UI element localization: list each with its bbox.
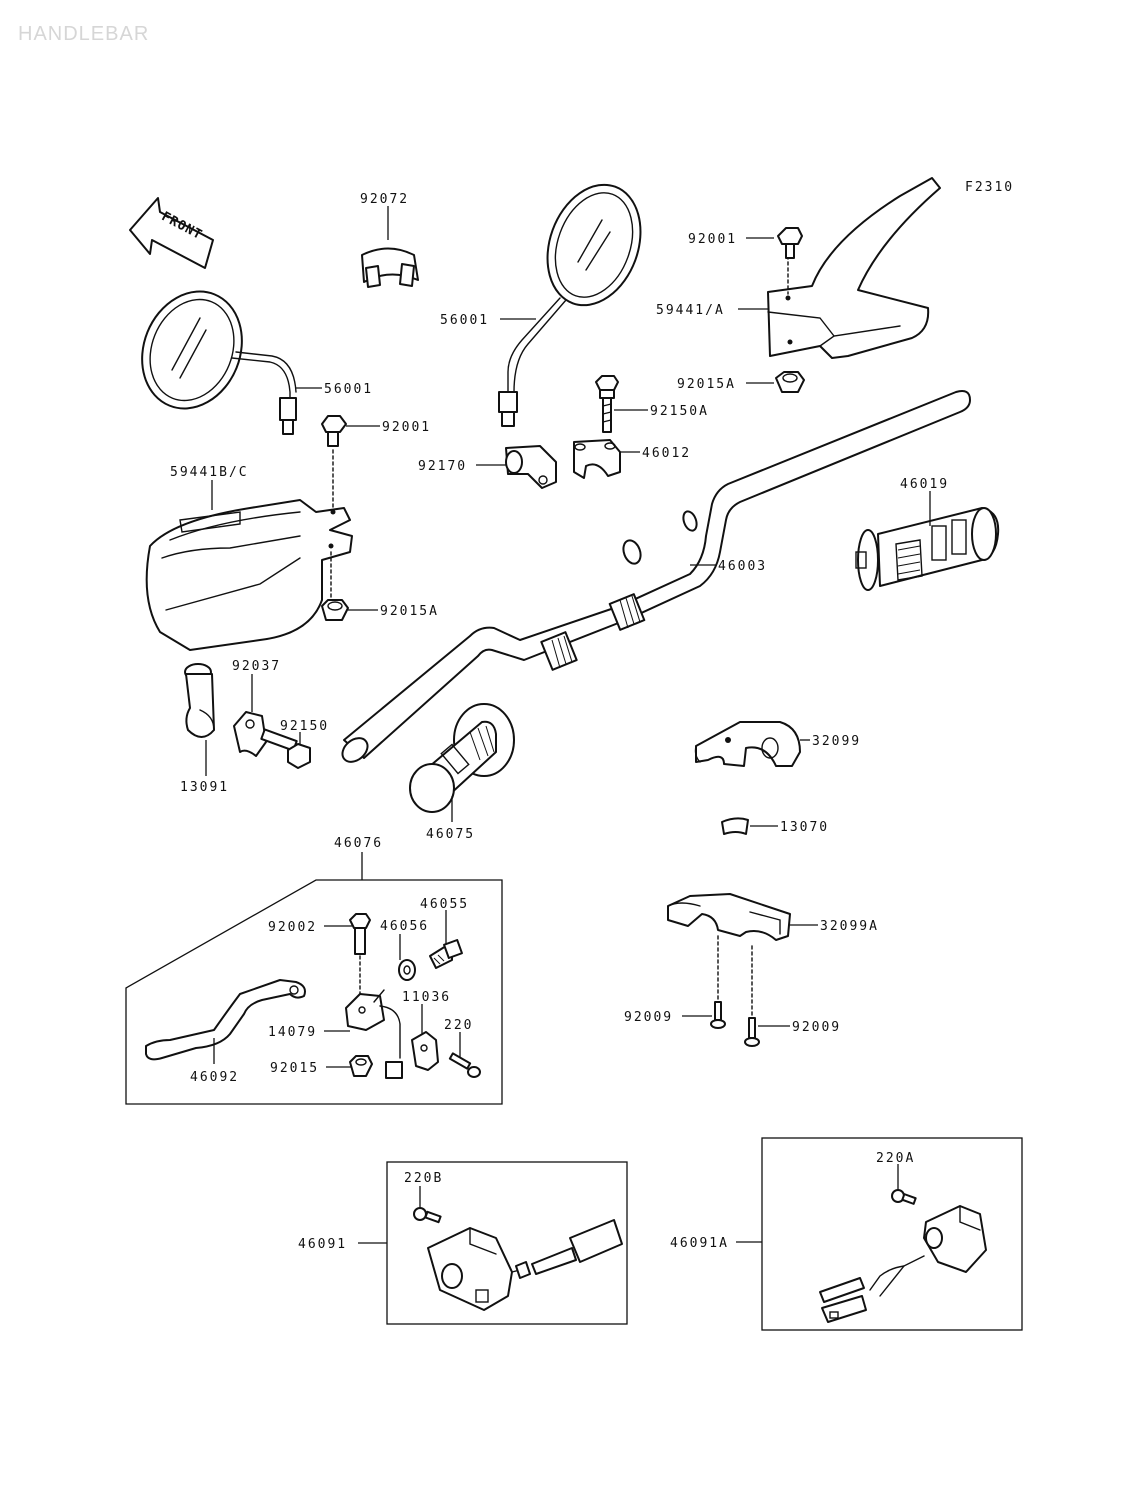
bracket-left-part bbox=[184, 663, 215, 738]
bolt-clamp-top-part bbox=[595, 375, 619, 433]
callout-label: 13091 bbox=[180, 780, 229, 795]
grip-left-part bbox=[409, 703, 515, 813]
lever-screw-part bbox=[448, 1052, 481, 1078]
lever-nut-ring-part bbox=[398, 959, 416, 981]
callout-label: 56001 bbox=[324, 382, 373, 397]
throttle-case-lower-part bbox=[667, 893, 791, 941]
callout-label: 92015A bbox=[380, 604, 439, 619]
switch-left-part bbox=[427, 1219, 623, 1311]
lever-bolt-part bbox=[349, 913, 371, 1001]
clamp-left-part bbox=[233, 711, 267, 757]
switch-right-box bbox=[761, 1137, 1023, 1331]
clamp-cap-part bbox=[573, 439, 621, 479]
bolt-top-right-part bbox=[777, 227, 803, 259]
clamp-band-part bbox=[361, 247, 419, 288]
callout-label: 46076 bbox=[334, 836, 383, 851]
callout-label: 46003 bbox=[718, 559, 767, 574]
callout-label: 92015 bbox=[270, 1061, 319, 1076]
callout-label: 92002 bbox=[268, 920, 317, 935]
callout-label: 46056 bbox=[380, 919, 429, 934]
callout-label: 13070 bbox=[780, 820, 829, 835]
callout-label: 92009 bbox=[624, 1010, 673, 1025]
callout-label: 32099 bbox=[812, 734, 861, 749]
screw-a-part bbox=[710, 935, 726, 1029]
diagram-title: HANDLEBAR bbox=[18, 23, 149, 45]
callout-label: 220A bbox=[876, 1151, 915, 1166]
callout-label: 46075 bbox=[426, 827, 475, 842]
callout-label: 92001 bbox=[688, 232, 737, 247]
callout-label: 14079 bbox=[268, 1025, 317, 1040]
nut-left-part bbox=[321, 599, 349, 621]
handlebar-part bbox=[341, 390, 971, 763]
callout-label: 32099A bbox=[820, 919, 879, 934]
lever-switch-part bbox=[411, 1031, 439, 1071]
screw-b-part bbox=[744, 945, 760, 1047]
lever-part bbox=[145, 979, 306, 1061]
callout-label: 220B bbox=[404, 1171, 443, 1186]
callout-label: 46092 bbox=[190, 1070, 239, 1085]
callout-label: 46091 bbox=[298, 1237, 347, 1252]
lever-bracket-part bbox=[345, 989, 403, 1079]
bolt-left-part bbox=[321, 415, 347, 447]
mirror-left-part bbox=[141, 290, 297, 435]
handguard-left-part bbox=[145, 449, 353, 651]
callout-label: 220 bbox=[444, 1018, 473, 1033]
callout-label: 59441B/C bbox=[170, 465, 249, 480]
throttle-clip-part bbox=[721, 817, 749, 835]
mirror-right-part bbox=[498, 183, 642, 427]
front-arrow-icon: FRONT bbox=[129, 197, 214, 269]
callout-label: 46012 bbox=[642, 446, 691, 461]
handguard-right-part bbox=[767, 177, 941, 359]
callout-label: 92001 bbox=[382, 420, 431, 435]
nut-top-right-part bbox=[775, 371, 805, 393]
callout-label: 46019 bbox=[900, 477, 949, 492]
lever-adjuster-part bbox=[429, 939, 463, 969]
throttle-case-part bbox=[694, 721, 801, 767]
callout-label: 11036 bbox=[402, 990, 451, 1005]
clamp-holder-part bbox=[505, 445, 557, 489]
lever-assembly-box bbox=[125, 879, 503, 1105]
callout-label: 92150 bbox=[280, 719, 329, 734]
callout-label: 92150A bbox=[650, 404, 709, 419]
figure-code: F2310 bbox=[965, 180, 1014, 195]
switch-left-screw-part bbox=[413, 1207, 442, 1224]
callout-label: 56001 bbox=[440, 313, 489, 328]
bolt-clamp-left-part bbox=[260, 728, 311, 769]
callout-label: 92072 bbox=[360, 192, 409, 207]
lever-nut-part bbox=[349, 1055, 373, 1077]
callout-label: 92009 bbox=[792, 1020, 841, 1035]
callout-label: 59441/A bbox=[656, 303, 725, 318]
callout-label: 92037 bbox=[232, 659, 281, 674]
callout-label: 92170 bbox=[418, 459, 467, 474]
grip-right-part bbox=[855, 507, 1000, 591]
callout-label: 92015A bbox=[677, 377, 736, 392]
switch-right-screw-part bbox=[891, 1189, 917, 1205]
callout-label: 46055 bbox=[420, 897, 469, 912]
callout-label: 46091A bbox=[670, 1236, 729, 1251]
switch-right-part bbox=[819, 1205, 987, 1323]
